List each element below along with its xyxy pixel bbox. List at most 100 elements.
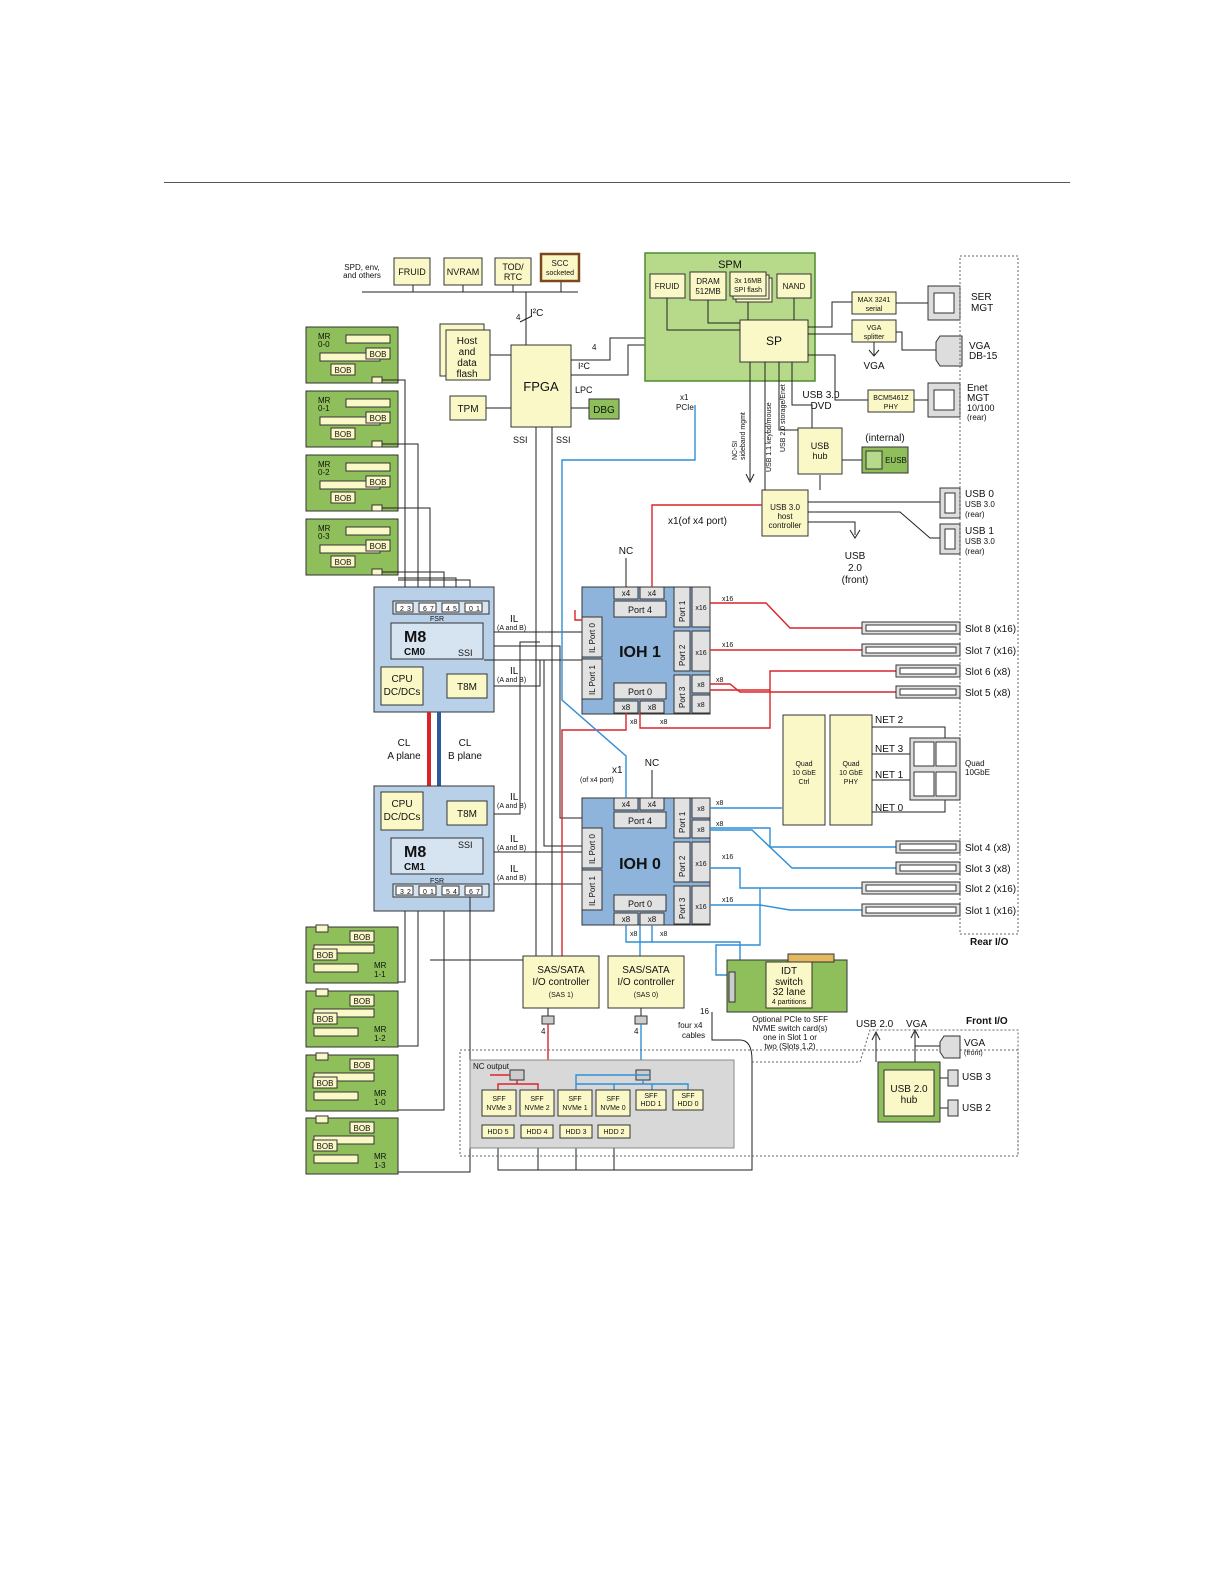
svg-text:Quad: Quad bbox=[965, 759, 985, 768]
ioh0-x1-label: x1 bbox=[612, 765, 623, 776]
svg-text:I/O controller: I/O controller bbox=[617, 977, 675, 988]
x1-pcie-label-2: PCIe bbox=[676, 403, 694, 412]
mr-1-0: BOB BOB MR 1-0 bbox=[305, 1052, 399, 1112]
svg-text:SER: SER bbox=[971, 292, 992, 303]
svg-text:CPU: CPU bbox=[391, 799, 412, 810]
mgmt-links bbox=[808, 301, 940, 401]
svg-text:Port 4: Port 4 bbox=[628, 816, 652, 826]
svg-text:Slot 1 (x16): Slot 1 (x16) bbox=[965, 906, 1016, 917]
rear-io-frame bbox=[959, 255, 1019, 935]
sas0-fanout bbox=[575, 1074, 689, 1090]
svg-text:M8: M8 bbox=[404, 629, 426, 646]
svg-text:T8M: T8M bbox=[457, 682, 477, 693]
internal-label: (internal) bbox=[865, 433, 904, 444]
svg-text:T8M: T8M bbox=[457, 809, 477, 820]
i2c-label: I²C bbox=[530, 308, 543, 319]
slot-7: Slot 7 (x16) bbox=[861, 643, 1016, 657]
usb20-storage-label: USB 2.0 storage/Enet bbox=[780, 384, 787, 452]
sas0-connector bbox=[634, 1015, 648, 1025]
svg-text:Slot 6 (x8): Slot 6 (x8) bbox=[965, 667, 1011, 678]
sas1-fanout bbox=[490, 1074, 539, 1090]
rear-io-label: Rear I/O bbox=[970, 937, 1009, 948]
svg-text:SFF: SFF bbox=[530, 1096, 543, 1103]
svg-text:Quad: Quad bbox=[842, 761, 859, 768]
il-label-4: IL bbox=[510, 834, 519, 845]
fpga-box: FPGA bbox=[510, 344, 572, 428]
svg-text:USB 3.0: USB 3.0 bbox=[965, 500, 995, 509]
hdd-4: HDD 4 bbox=[520, 1124, 554, 1139]
front-vga-label: VGA bbox=[906, 1019, 927, 1030]
svg-text:Port 0: Port 0 bbox=[628, 899, 652, 909]
svg-text:2: 2 bbox=[400, 606, 404, 613]
slot-4: Slot 4 (x8) bbox=[895, 840, 1011, 854]
optional-note-2: NVME switch card(s) bbox=[753, 1024, 828, 1033]
svg-text:FSR: FSR bbox=[430, 878, 444, 885]
x1-pcie-label: x1 bbox=[680, 393, 689, 402]
quad-10gbe-ports: Quad 10GbE bbox=[909, 737, 990, 801]
lpc-label: LPC bbox=[575, 385, 593, 395]
svg-text:host: host bbox=[777, 512, 793, 521]
hdd-2: HDD 2 bbox=[597, 1124, 631, 1139]
svg-text:EUSB: EUSB bbox=[885, 456, 907, 465]
svg-text:RTC: RTC bbox=[504, 272, 523, 282]
svg-text:x8: x8 bbox=[697, 682, 705, 689]
i2c-sp-label: I²C bbox=[578, 361, 590, 371]
svg-text:CM0: CM0 bbox=[404, 647, 426, 658]
svg-text:Slot 3 (x8): Slot 3 (x8) bbox=[965, 864, 1011, 875]
svg-text:BOB: BOB bbox=[370, 414, 387, 423]
svg-text:10GbE: 10GbE bbox=[965, 768, 990, 777]
mr-0-0: MR 0-0 BOB BOB bbox=[305, 326, 399, 384]
svg-text:10 GbE: 10 GbE bbox=[792, 770, 816, 777]
ssi-label-a: SSI bbox=[513, 435, 528, 445]
svg-text:HDD 0: HDD 0 bbox=[677, 1101, 698, 1108]
usb1-port: USB 1 USB 3.0 (rear) bbox=[939, 523, 995, 556]
svg-text:DRAM: DRAM bbox=[696, 277, 720, 286]
svg-text:I/O controller: I/O controller bbox=[532, 977, 590, 988]
usb11-label: USB 1.1 keybd/mouse bbox=[766, 402, 773, 472]
svg-text:3: 3 bbox=[407, 606, 411, 613]
nc-output-label: NC output bbox=[473, 1062, 510, 1071]
svg-text:(rear): (rear) bbox=[967, 413, 987, 422]
svg-text:HDD 1: HDD 1 bbox=[640, 1101, 661, 1108]
svg-text:SAS/SATA: SAS/SATA bbox=[622, 965, 670, 976]
svg-text:SFF: SFF bbox=[644, 1093, 657, 1100]
svg-text:M8: M8 bbox=[404, 844, 426, 861]
ioh1-nc-label: NC bbox=[619, 546, 633, 557]
svg-text:SP: SP bbox=[766, 334, 782, 348]
usb30-dvd-label-2: DVD bbox=[810, 401, 831, 412]
cables-note: four x4 bbox=[678, 1021, 703, 1030]
svg-text:IL Port 1: IL Port 1 bbox=[588, 665, 597, 695]
svg-text:x8: x8 bbox=[697, 806, 705, 813]
svg-text:IL Port 0: IL Port 0 bbox=[588, 834, 597, 864]
svg-text:VGA: VGA bbox=[969, 341, 990, 352]
front-usb3-port: USB 3 bbox=[947, 1069, 991, 1087]
x8-label-6: x8 bbox=[630, 931, 638, 938]
usb-feeds bbox=[745, 362, 821, 490]
enet-mgt-port: Enet MGT 10/100 (rear) bbox=[927, 382, 995, 422]
tpm-box: TPM bbox=[449, 395, 487, 421]
net-links bbox=[872, 726, 946, 813]
svg-text:1-2: 1-2 bbox=[374, 1034, 386, 1043]
vga-arrow bbox=[868, 342, 880, 357]
svg-text:NVMe 1: NVMe 1 bbox=[562, 1105, 587, 1112]
svg-text:5: 5 bbox=[446, 889, 450, 896]
svg-text:1: 1 bbox=[476, 606, 480, 613]
svg-text:3x 16MB: 3x 16MB bbox=[734, 278, 762, 285]
svg-text:FRUID: FRUID bbox=[655, 282, 680, 291]
slot-8: Slot 8 (x16) bbox=[861, 621, 1016, 635]
svg-text:FPGA: FPGA bbox=[523, 379, 559, 394]
slot-3: Slot 3 (x8) bbox=[895, 861, 1011, 875]
sff-nvme-0: SFF NVMe 0 bbox=[595, 1089, 631, 1117]
net3-label: NET 3 bbox=[875, 744, 904, 755]
svg-text:x16: x16 bbox=[695, 861, 706, 868]
sas0-controller: SAS/SATA I/O controller (SAS 0) bbox=[607, 955, 685, 1009]
svg-text:1-1: 1-1 bbox=[374, 970, 386, 979]
svg-text:1: 1 bbox=[430, 889, 434, 896]
svg-text:MAX 3241: MAX 3241 bbox=[858, 297, 891, 304]
svg-text:USB 3: USB 3 bbox=[962, 1072, 991, 1083]
svg-text:7: 7 bbox=[430, 606, 434, 613]
cl-b-label-2: B plane bbox=[448, 751, 482, 762]
svg-text:CM1: CM1 bbox=[404, 862, 426, 873]
svg-text:Ctrl: Ctrl bbox=[799, 779, 810, 786]
svg-text:SFF: SFF bbox=[568, 1096, 581, 1103]
